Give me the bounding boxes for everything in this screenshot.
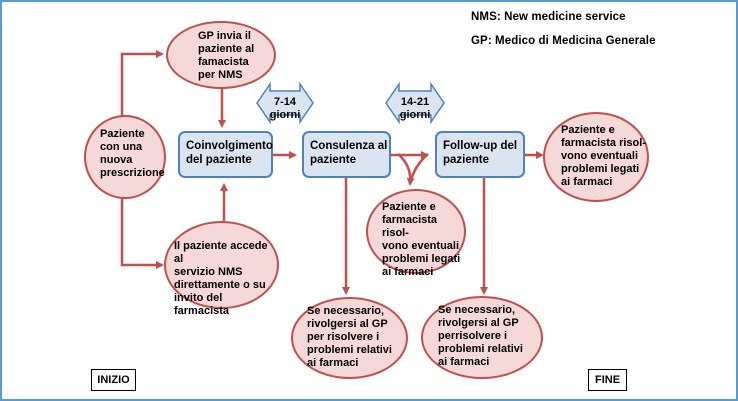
node-label: Il paziente accede al servizio NMS diret… <box>174 240 268 317</box>
node-label: Paziente e farmacista risol- vono eventu… <box>561 124 646 188</box>
node-label: GP invia il paziente al famacista per NM… <box>198 30 255 81</box>
node-patient-new-prescription: Paziente con una nuova prescrizione <box>84 115 166 199</box>
node-gp-sends-patient: GP invia il paziente al famacista per NM… <box>166 21 276 89</box>
legend-nms: NMS: New medicine service <box>471 11 626 23</box>
node-patient-accesses-nms: Il paziente accede al servizio NMS diret… <box>164 221 279 317</box>
timing-arrow-7-14 <box>256 81 314 125</box>
node-label: Paziente con una nuova prescrizione <box>100 128 165 179</box>
interval-label-14-21: 14-21 giorni <box>399 96 431 121</box>
step-label: Coinvolgimento del paziente <box>186 140 273 166</box>
node-label: Se necessario, rivolgersi al GP per riso… <box>307 305 392 369</box>
step-label: Follow-up del paziente <box>443 140 518 166</box>
start-label: INIZIO <box>91 369 136 391</box>
end-label: FINE <box>588 369 627 391</box>
node-resolve-problems-end: Paziente e farmacista risol- vono eventu… <box>543 112 649 202</box>
timing-arrow-14-21 <box>385 81 445 125</box>
step-label: Consulenza al paziente <box>310 140 388 166</box>
interval-label-7-14: 7-14 giorni <box>269 96 301 121</box>
step-patient-involvement: Coinvolgimento del paziente <box>178 131 273 178</box>
legend-gp: GP: Medico di Medicina Generale <box>471 35 656 47</box>
step-patient-followup: Follow-up del paziente <box>435 131 525 178</box>
node-label: Se necessario, rivolgersi al GP perrisol… <box>438 304 523 368</box>
arrow-consultation-to-resolve-mid <box>397 153 415 186</box>
node-gp-if-needed-1: Se necessario, rivolgersi al GP per riso… <box>291 297 408 379</box>
node-label: Paziente e farmacista risol- vono eventu… <box>382 201 461 278</box>
arrow-patient-to-gp <box>120 50 164 116</box>
step-patient-consultation: Consulenza al paziente <box>302 131 391 178</box>
node-gp-if-needed-2: Se necessario, rivolgersi al GP perrisol… <box>421 296 543 379</box>
node-resolve-problems-mid: Paziente e farmacista risol- vono eventu… <box>366 189 466 278</box>
arrow-patient-to-access <box>120 198 164 269</box>
